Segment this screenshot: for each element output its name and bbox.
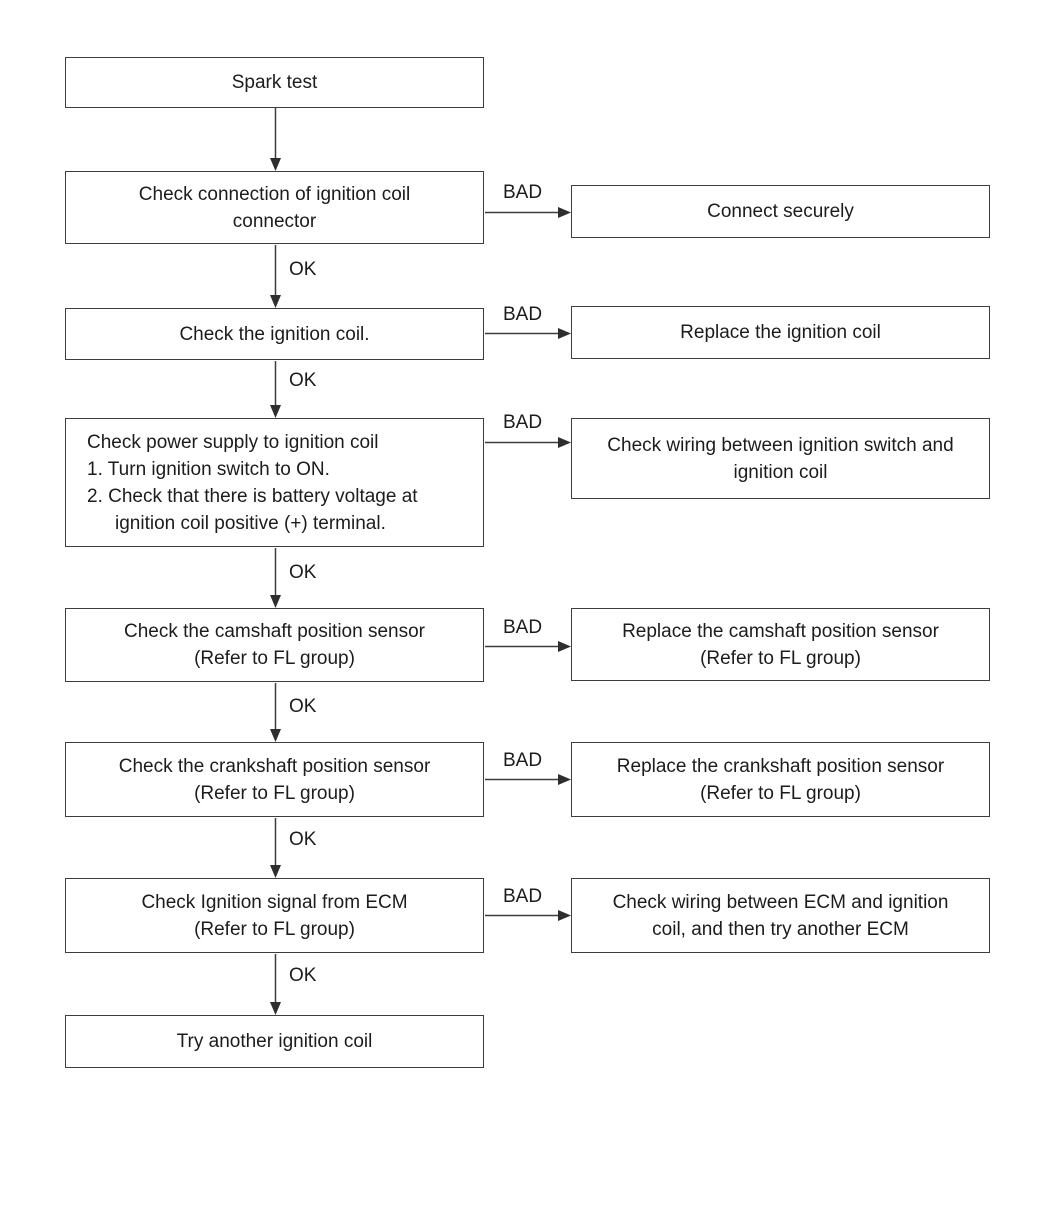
ok-label: OK <box>289 696 317 717</box>
node-text-line: 2. Check that there is battery voltage a… <box>87 485 418 507</box>
node-text-line: (Refer to FL group) <box>194 918 355 940</box>
node-check-ignition-coil: Check the ignition coil. <box>65 308 484 360</box>
bad-label: BAD <box>503 412 543 433</box>
node-check-connector: Check connection of ignition coil connec… <box>65 171 484 244</box>
node-text-line: Replace the camshaft position sensor <box>622 620 939 642</box>
node-text-line: Replace the crankshaft position sensor <box>616 755 945 777</box>
ok-label: OK <box>289 370 317 391</box>
node-check-ecm-signal: Check Ignition signal from ECM (Refer to… <box>65 878 484 953</box>
node-connect-securely: Connect securely <box>571 185 990 238</box>
node-text-line: Check wiring between ignition switch and <box>607 434 954 456</box>
node-text-line: (Refer to FL group) <box>194 648 355 669</box>
node-text-line: Check the crankshaft position sensor <box>118 755 431 777</box>
bad-label: BAD <box>503 182 543 203</box>
ok-label: OK <box>289 829 317 850</box>
node-text-line: Check Ignition signal from ECM <box>141 891 408 913</box>
node-text-line: (Refer to FL group) <box>194 782 355 804</box>
node-text-line: Check connection of ignition coil <box>138 183 411 205</box>
node-try-another-coil: Try another ignition coil <box>65 1015 484 1068</box>
node-text-line: Connect securely <box>707 201 854 222</box>
node-text-line: 1. Turn ignition switch to ON. <box>87 458 330 480</box>
ok-label: OK <box>289 965 317 986</box>
node-text-line: (Refer to FL group) <box>700 782 861 804</box>
bad-label: BAD <box>503 304 543 325</box>
node-check-power-supply: Check power supply to ignition coil 1. T… <box>65 418 484 547</box>
node-text-line: ignition coil <box>733 461 828 483</box>
node-replace-crankshaft-sensor: Replace the crankshaft position sensor (… <box>571 742 990 817</box>
node-check-crankshaft-sensor: Check the crankshaft position sensor (Re… <box>65 742 484 817</box>
node-text-line: (Refer to FL group) <box>700 647 861 669</box>
node-check-camshaft-sensor: Check the camshaft position sensor (Refe… <box>65 608 484 682</box>
node-check-wiring-ignition-switch: Check wiring between ignition switch and… <box>571 418 990 499</box>
node-replace-camshaft-sensor: Replace the camshaft position sensor (Re… <box>571 608 990 681</box>
ok-label: OK <box>289 259 317 280</box>
bad-label: BAD <box>503 617 543 638</box>
node-text-line: ignition coil positive (+) terminal. <box>115 512 386 534</box>
node-text-line: Check power supply to ignition coil <box>87 431 379 453</box>
node-text-line: Check wiring between ECM and ignition <box>612 891 949 913</box>
node-text-line: Check the ignition coil. <box>179 323 370 345</box>
node-text-line: coil, and then try another ECM <box>652 918 909 940</box>
node-check-wiring-ecm: Check wiring between ECM and ignition co… <box>571 878 990 953</box>
bad-label: BAD <box>503 886 543 907</box>
bad-label: BAD <box>503 750 543 771</box>
node-replace-ignition-coil: Replace the ignition coil <box>571 306 990 359</box>
node-text-line: Check the camshaft position sensor <box>124 621 425 642</box>
node-text-line: Try another ignition coil <box>176 1031 373 1052</box>
node-text-line: Replace the ignition coil <box>680 322 881 343</box>
node-spark-test: Spark test <box>65 57 484 108</box>
node-text-line: Spark test <box>231 72 318 93</box>
node-text-line: connector <box>232 210 317 232</box>
ok-label: OK <box>289 562 317 583</box>
